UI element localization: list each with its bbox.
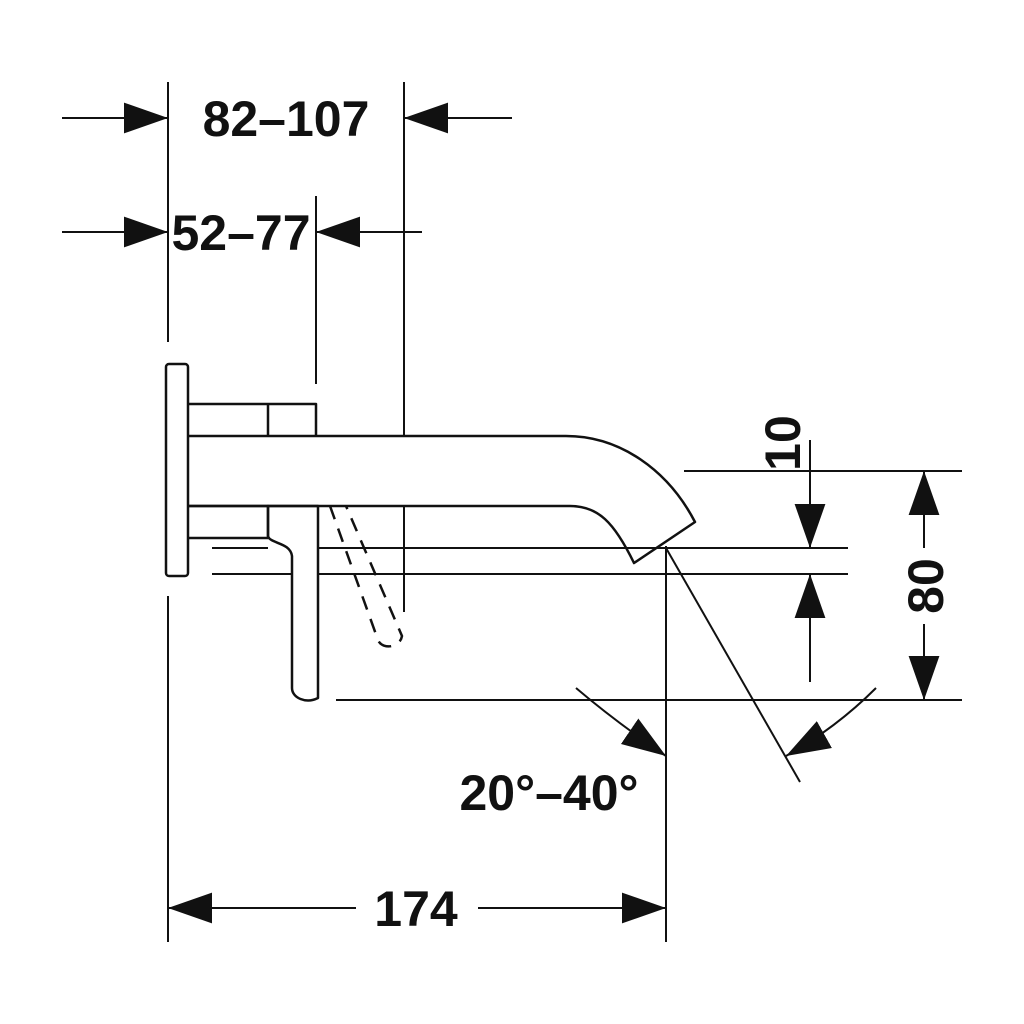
extension-lines: [167, 82, 962, 942]
angle-arc-right: [785, 687, 877, 757]
dim-lever-angle: 20°–40°: [459, 765, 638, 821]
dim-overall-height: 80: [898, 558, 954, 614]
dim-projection: 174: [374, 881, 458, 937]
mount-block-lower: [188, 504, 270, 540]
mount-block-upper: [188, 402, 318, 436]
wall-plate: [164, 362, 190, 578]
angle-arc-left: [575, 687, 667, 757]
lever-swing-dashed: [328, 505, 404, 648]
dimension-arrows: [62, 102, 940, 924]
dim-outer-depth: 82–107: [203, 91, 370, 147]
lever-handle: [266, 504, 320, 702]
spout: [188, 434, 697, 565]
dim-spout-height: 10: [755, 415, 811, 471]
faucet-body: [164, 362, 697, 702]
dim-inner-depth: 52–77: [171, 205, 310, 261]
